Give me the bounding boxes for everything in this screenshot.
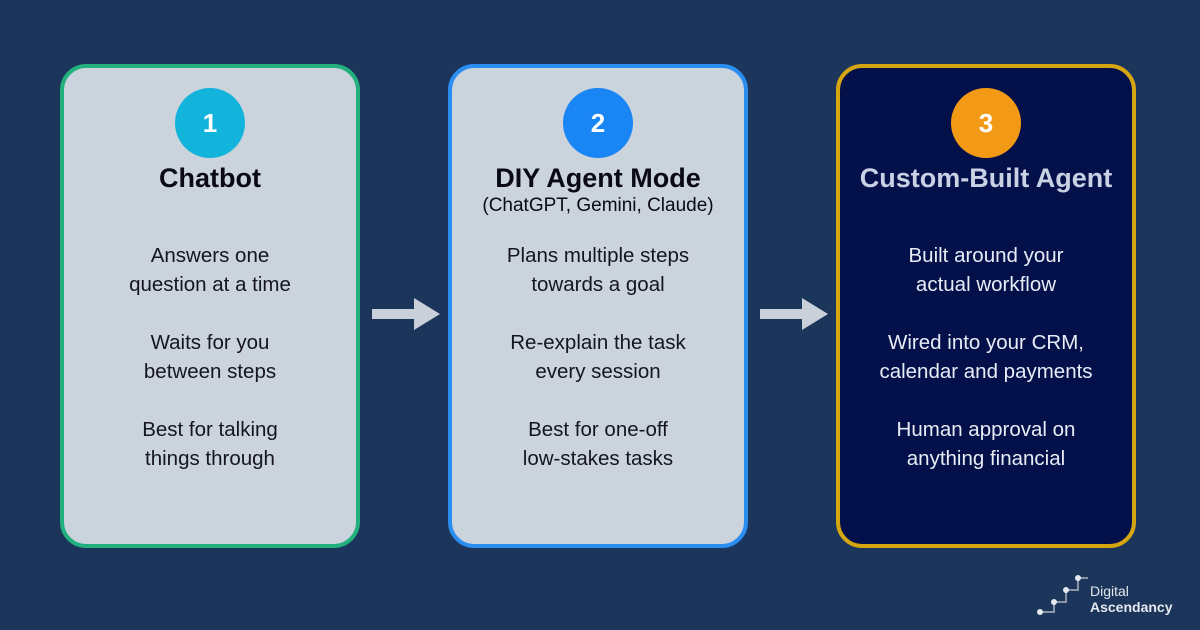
card-point: Wired into your CRM, calendar and paymen…: [879, 331, 1093, 383]
card-point: Waits for you between steps: [143, 331, 277, 383]
card-point: Best for one-off low-stakes tasks: [522, 418, 674, 470]
logo-word-digital: Digital: [1090, 583, 1129, 599]
card-point: Plans multiple steps towards a goal: [506, 244, 690, 296]
ascending-steps-icon: [1037, 575, 1088, 615]
card-title: DIY Agent Mode: [495, 163, 701, 193]
card-points: Answers one question at a time Waits for…: [84, 241, 336, 473]
card-point: Answers one question at a time: [129, 244, 291, 296]
step-number-badge: 3: [951, 88, 1021, 158]
card-chatbot: 1 Chatbot Answers one question at a time…: [60, 64, 360, 548]
step-number-badge: 2: [563, 88, 633, 158]
arrow-right-icon: [760, 298, 828, 330]
card-points: Built around your actual workflow Wired …: [860, 241, 1112, 473]
card-point: Built around your actual workflow: [908, 244, 1064, 296]
card-diy-agent-mode: 2 DIY Agent Mode (ChatGPT, Gemini, Claud…: [448, 64, 748, 548]
card-points: Plans multiple steps towards a goal Re-e…: [472, 241, 724, 473]
card-point: Human approval on anything financial: [896, 418, 1076, 470]
card-point: Best for talking things through: [142, 418, 278, 470]
card-title: Chatbot: [159, 163, 261, 193]
card-title: Custom-Built Agent: [859, 163, 1113, 193]
card-subtitle: (ChatGPT, Gemini, Claude): [482, 195, 714, 216]
logo-word-ascendancy: Ascendancy: [1090, 599, 1173, 615]
card-custom-built-agent: 3 Custom-Built Agent Built around your a…: [836, 64, 1136, 548]
step-number-badge: 1: [175, 88, 245, 158]
card-point: Re-explain the task every session: [510, 331, 686, 383]
brand-logo: Digital Ascendancy: [1036, 574, 1186, 618]
arrow-right-icon: [372, 298, 440, 330]
